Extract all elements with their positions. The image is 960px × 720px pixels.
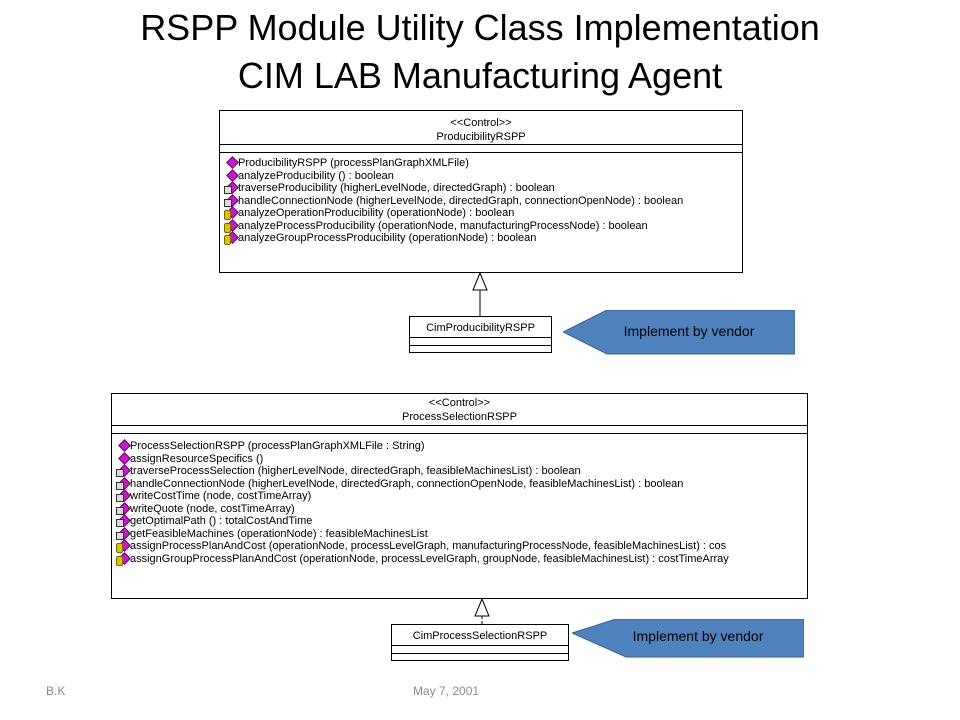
method-row[interactable]: assignResourceSpecifics () [116,451,807,466]
inheritance-arrow-1 [472,271,488,291]
method-row[interactable]: writeCostTime (node, costTimeArray) [116,489,807,503]
class-methods-list: ProducibilityRSPP (processPlanGraphXMLFi… [224,156,742,246]
class-box-cim-producibility-rspp[interactable]: CimProducibilityRSPP [409,316,552,353]
private-method-icon [116,514,131,528]
method-signature: traverseProcessSelection (higherLevelNod… [130,465,581,477]
class-divider [220,152,742,153]
method-signature: assignProcessPlanAndCost (operationNode,… [130,540,727,552]
method-signature: handleConnectionNode (higherLevelNode, d… [130,477,684,490]
class-name: ProducibilityRSPP [436,131,526,143]
class-divider [112,425,807,426]
inheritance-arrow-2 [474,597,490,617]
class-name: CimProcessSelectionRSPP [412,630,548,642]
class-name: ProcessSelectionRSPP [402,411,517,423]
method-row[interactable]: ProcessSelectionRSPP (processPlanGraphXM… [116,439,807,453]
method-row[interactable]: traverseProcessSelection (higherLevelNod… [116,464,807,478]
method-row[interactable]: analyzeProcessProducibility (operationNo… [224,218,742,233]
class-methods-list: ProcessSelectionRSPP (processPlanGraphXM… [116,439,807,566]
vendor-callout-1: Implement by vendor [561,309,796,355]
method-signature: getOptimalPath () : totalCostAndTime [130,515,313,527]
class-divider [220,144,742,145]
class-divider [410,337,551,338]
public-method-icon [116,451,131,465]
protected-method-icon [224,231,239,246]
method-row[interactable]: analyzeProducibility () : boolean [224,168,742,183]
private-method-icon [116,464,131,478]
private-method-icon [116,476,131,490]
method-row[interactable]: getFeasibleMachines (operationNode) : fe… [116,526,807,541]
class-box-producibility-rspp[interactable]: <<Control>> ProducibilityRSPP Producibil… [219,110,743,273]
method-row[interactable]: handleConnectionNode (higherLevelNode, d… [224,193,742,208]
method-signature: ProcessSelectionRSPP (processPlanGraphXM… [130,440,425,452]
class-name: CimProducibilityRSPP [426,322,535,334]
method-signature: analyzeProducibility () : boolean [238,169,394,182]
method-row[interactable]: ProducibilityRSPP (processPlanGraphXMLFi… [224,156,742,170]
private-method-icon [116,526,131,540]
protected-method-icon [224,206,239,221]
method-signature: writeCostTime (node, costTimeArray) [130,490,312,502]
method-row[interactable]: traverseProducibility (higherLevelNode, … [224,181,742,195]
class-box-cim-process-selection-rspp[interactable]: CimProcessSelectionRSPP [391,624,569,661]
class-stereotype: <<Control>> [428,397,491,409]
class-divider [392,653,568,654]
method-signature: traverseProducibility (higherLevelNode, … [238,182,555,194]
protected-method-icon [116,551,131,566]
method-signature: analyzeProcessProducibility (operationNo… [238,219,648,232]
method-signature: assignResourceSpecifics () [130,452,264,465]
callout-text: Implement by vendor [632,628,764,644]
private-method-icon [224,193,239,207]
class-stereotype: <<Control>> [450,117,512,129]
class-box-process-selection-rspp[interactable]: <<Control>> ProcessSelectionRSPP Process… [111,393,808,599]
method-signature: assignGroupProcessPlanAndCost (operation… [130,552,729,565]
public-method-icon [224,156,239,170]
method-row[interactable]: handleConnectionNode (higherLevelNode, d… [116,476,807,491]
footer-date: May 7, 2001 [413,684,480,698]
class-divider [410,345,551,346]
method-row[interactable]: assignGroupProcessPlanAndCost (operation… [116,551,807,566]
method-signature: analyzeGroupProcessProducibility (operat… [238,232,537,244]
method-row[interactable]: analyzeGroupProcessProducibility (operat… [224,231,742,246]
private-method-icon [116,501,131,515]
vendor-callout-2: Implement by vendor [570,618,805,658]
method-row[interactable]: assignProcessPlanAndCost (operationNode,… [116,539,807,554]
method-row[interactable]: analyzeOperationProducibility (operation… [224,206,742,221]
callout-text: Implement by vendor [623,323,755,339]
method-row[interactable]: writeQuote (node, costTimeArray) [116,501,807,516]
public-method-icon [224,168,239,182]
class-divider [112,433,807,434]
class-divider [392,645,568,646]
footer-author: B.K [46,684,66,698]
method-signature: writeQuote (node, costTimeArray) [130,502,295,515]
protected-method-icon [224,218,239,233]
method-row[interactable]: getOptimalPath () : totalCostAndTime [116,514,807,528]
method-signature: handleConnectionNode (higherLevelNode, d… [238,194,684,207]
private-method-icon [224,181,239,195]
slide-title-line1: RSPP Module Utility Class Implementation [140,7,820,48]
method-signature: ProducibilityRSPP (processPlanGraphXMLFi… [238,157,469,169]
method-signature: getFeasibleMachines (operationNode) : fe… [130,527,428,540]
private-method-icon [116,489,131,503]
method-signature: analyzeOperationProducibility (operation… [238,207,515,219]
slide-title-line2: CIM LAB Manufacturing Agent [237,55,723,96]
public-method-icon [116,439,131,453]
protected-method-icon [116,539,131,554]
